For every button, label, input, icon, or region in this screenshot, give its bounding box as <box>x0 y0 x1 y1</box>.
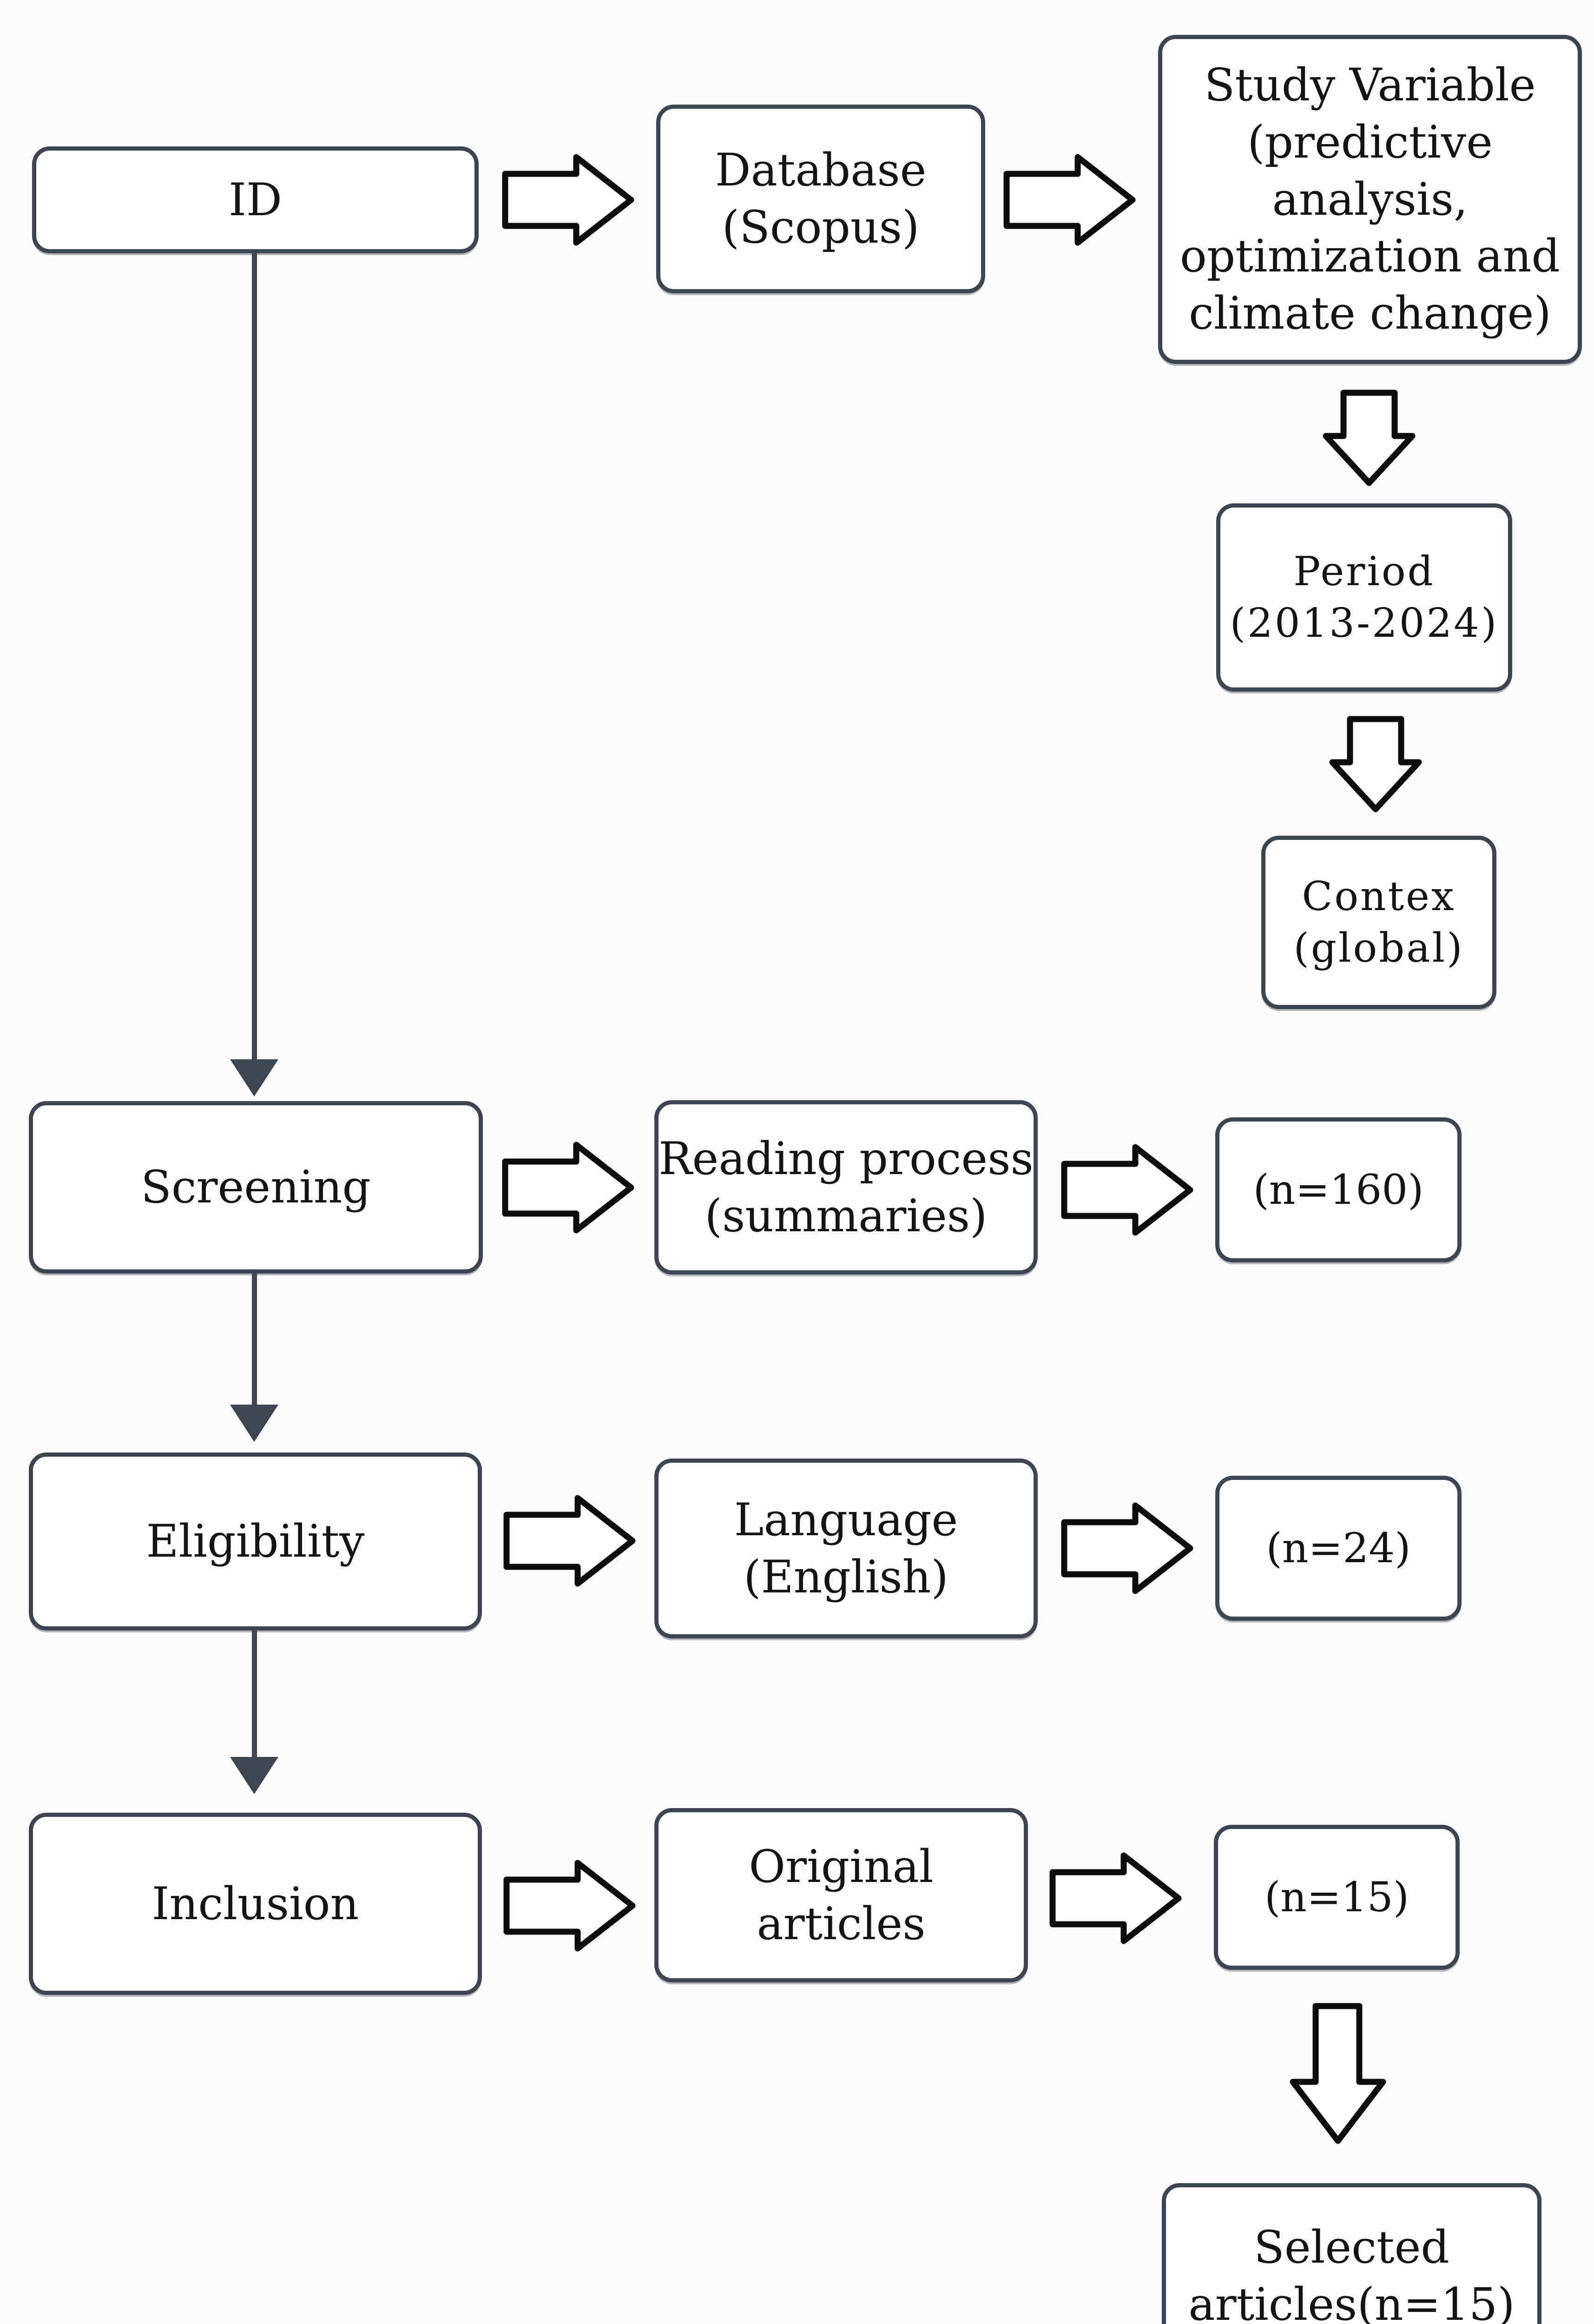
connector-line-id-to-screening <box>252 253 257 1062</box>
node-inclusion-label: Inclusion <box>151 1877 359 1930</box>
node-screening-label: Screening <box>141 1161 371 1214</box>
node-id: ID <box>32 146 479 253</box>
block-arrow-right-inclusion-to-original-icon <box>503 1860 636 1952</box>
block-arrow-right-screening-to-reading-icon <box>502 1142 634 1234</box>
thin-arrow-down-id-to-screening-icon <box>230 1059 278 1096</box>
node-contex: Contex (global) <box>1261 836 1496 1009</box>
block-arrow-right-language-to-n24-icon <box>1061 1502 1193 1594</box>
node-screening: Screening <box>29 1101 483 1274</box>
node-inclusion: Inclusion <box>29 1813 482 1995</box>
node-n15: (n=15) <box>1214 1825 1460 1970</box>
node-n24-label: (n=24) <box>1266 1524 1411 1572</box>
node-eligibility-label: Eligibility <box>146 1515 365 1568</box>
connector-line-screening-to-eligibility <box>252 1274 257 1407</box>
block-arrow-right-database-to-study-variable-icon <box>1003 154 1136 246</box>
node-id-label: ID <box>229 173 282 226</box>
thin-arrow-down-eligibility-to-inclusion-icon <box>230 1757 278 1794</box>
node-n160: (n=160) <box>1215 1117 1462 1262</box>
node-selected-articles: Selected articles(n=15) <box>1162 2183 1541 2324</box>
node-reading-process: Reading process (summaries) <box>654 1100 1038 1274</box>
node-original-articles: Original articles <box>654 1808 1028 1982</box>
node-eligibility: Eligibility <box>29 1452 482 1631</box>
node-original-articles-label: Original articles <box>749 1840 934 1950</box>
block-arrow-right-eligibility-to-language-icon <box>503 1495 636 1587</box>
node-contex-label: Contex (global) <box>1293 873 1464 971</box>
node-n15-label: (n=15) <box>1264 1873 1410 1921</box>
block-arrow-down-period-to-contex-icon <box>1329 716 1422 812</box>
node-database-label: Database (Scopus) <box>715 144 927 253</box>
node-selected-articles-label: Selected articles(n=15) <box>1188 2221 1515 2324</box>
node-study-variable-label: Study Variable (predictive analysis, opt… <box>1179 59 1560 340</box>
node-period-label: Period (2013-2024) <box>1230 548 1499 647</box>
node-language-label: Language (English) <box>734 1493 958 1603</box>
node-period: Period (2013-2024) <box>1216 503 1512 692</box>
node-n160-label: (n=160) <box>1253 1165 1424 1214</box>
block-arrow-right-reading-to-n160-icon <box>1061 1144 1193 1236</box>
block-arrow-down-study-variable-to-period-icon <box>1323 390 1416 486</box>
block-arrow-right-id-to-database-icon <box>502 154 634 246</box>
connector-line-eligibility-to-inclusion <box>252 1631 257 1758</box>
block-arrow-down-n15-to-selected-icon <box>1290 2003 1386 2144</box>
node-n24: (n=24) <box>1215 1476 1462 1621</box>
node-reading-process-label: Reading process (summaries) <box>659 1132 1034 1242</box>
node-database: Database (Scopus) <box>656 105 985 293</box>
node-language: Language (English) <box>654 1459 1038 1638</box>
thin-arrow-down-screening-to-eligibility-icon <box>230 1405 278 1442</box>
node-study-variable: Study Variable (predictive analysis, opt… <box>1158 35 1582 364</box>
block-arrow-right-original-to-n15-icon <box>1049 1852 1182 1944</box>
